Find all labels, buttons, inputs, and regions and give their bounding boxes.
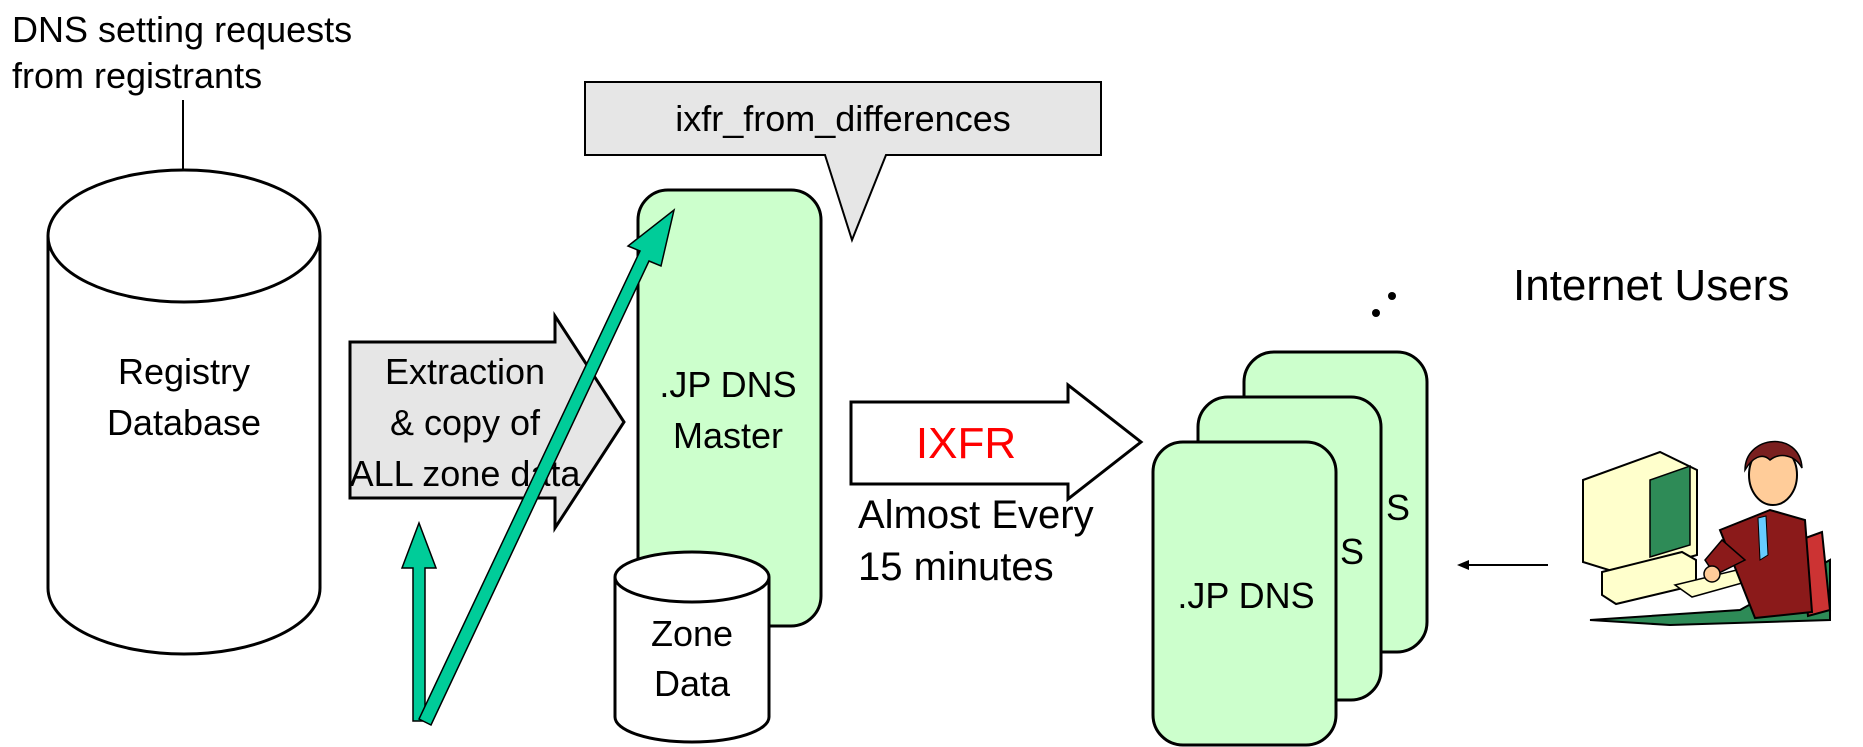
ixfr-block-arrow: IXFR: [849, 381, 1144, 503]
master-label-line1: .JP DNS: [659, 364, 796, 405]
teal-diagonal-arrow: [418, 208, 676, 727]
slave-back-label: S: [1386, 487, 1410, 528]
extraction-block-arrow: Extraction & copy of ALL zone data: [348, 310, 626, 534]
extraction-label-line2: & copy of: [390, 402, 541, 443]
interval-label-line2: 15 minutes: [858, 545, 1054, 589]
registry-label-line2: Database: [107, 402, 261, 443]
interval-label-line1: Almost Every: [858, 493, 1094, 537]
dns-requests-label-line1: DNS setting requests: [12, 9, 352, 50]
zone-label-line1: Zone: [651, 613, 733, 654]
slave-middle-label: S: [1340, 531, 1364, 572]
teal-vertical-arrow: [400, 520, 438, 722]
zone-label-line2: Data: [654, 663, 731, 704]
dns-slave-server-front: .JP DNS: [1151, 440, 1338, 747]
slave-front-label: .JP DNS: [1177, 575, 1314, 616]
dns-master-server: .JP DNS Master: [636, 188, 823, 628]
zone-data-store: Zone Data: [613, 550, 771, 744]
ixfr-label: IXFR: [916, 419, 1016, 468]
internet-users-label: Internet Users: [1513, 261, 1789, 310]
callout-bubble: ixfr_from_differences: [584, 81, 1102, 243]
registry-label-line1: Registry: [118, 351, 250, 392]
extraction-label-line1: Extraction: [385, 351, 545, 392]
dns-requests-label-line2: from registrants: [12, 55, 262, 96]
master-label-line2: Master: [673, 415, 783, 456]
callout-label: ixfr_from_differences: [675, 98, 1010, 139]
registry-database: Registry Database: [46, 168, 322, 656]
more-servers-dots: [1372, 292, 1396, 317]
person-at-computer-icon: [1582, 440, 1832, 627]
